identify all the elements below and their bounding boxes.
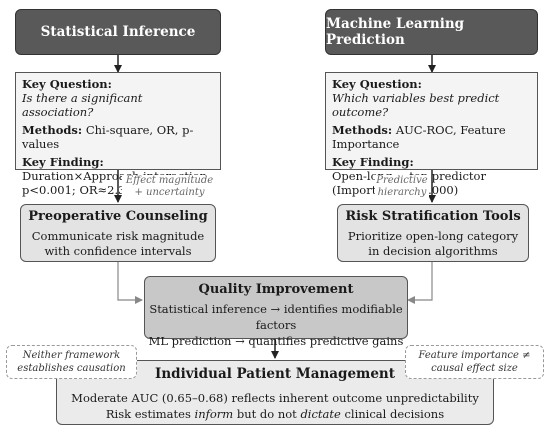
feature-importance-caveat-line2: causal effect size: [431, 363, 518, 374]
individual-patient-management-line2: Risk estimates inform but do not dictate…: [57, 406, 493, 422]
right-key-finding-label: Key Finding:: [332, 155, 414, 169]
causation-caveat-line2: establishes causation: [17, 363, 126, 374]
line2-inform: inform: [194, 407, 234, 421]
statistical-inference-header: Statistical Inference: [15, 9, 221, 55]
individual-patient-management-box: Individual Patient Management Moderate A…: [56, 360, 494, 425]
causation-caveat-line1: Neither framework: [22, 350, 121, 361]
ml-prediction-header-text: Machine Learning Prediction: [326, 16, 465, 48]
individual-patient-management-line1: Moderate AUC (0.65–0.68) reflects inhere…: [71, 391, 479, 405]
right-key-question: Which variables best predict outcome?: [332, 91, 500, 119]
right-finding-line2: (Importance = 1.000): [332, 183, 459, 197]
left-edge-label-line2: + uncertainty: [134, 187, 205, 198]
left-key-question: Is there a significant association?: [22, 91, 143, 119]
left-methods-text: Chi-square, OR, p-values: [22, 123, 194, 151]
right-finding-line1: Open-long = top predictor: [332, 169, 486, 183]
quality-improvement-line2: ML prediction → quantifies predictive ga…: [148, 334, 404, 348]
ml-prediction-info-box: Key Question: Which variables best predi…: [325, 72, 538, 197]
individual-patient-management-title: Individual Patient Management: [155, 366, 395, 382]
left-key-finding-label: Key Finding:: [22, 155, 104, 169]
statistical-inference-info-box: Key Question: Is there a significant ass…: [15, 72, 221, 197]
risk-stratification-line1: Prioritize open-long category: [347, 229, 519, 243]
causation-caveat-note: Neither framework establishes causation: [6, 345, 137, 379]
right-methods-label: Methods:: [332, 123, 393, 137]
feature-importance-caveat-line1: Feature importance ≠: [418, 350, 531, 361]
left-methods-label: Methods:: [22, 123, 83, 137]
line2-part-a: Risk estimates: [105, 407, 195, 421]
right-edge-label-line1: Predictive: [376, 175, 428, 186]
right-key-question-label: Key Question:: [332, 77, 422, 91]
right-methods-text: AUC-ROC, Feature Importance: [332, 123, 506, 151]
right-edge-label-line2: hierarchy: [377, 187, 427, 198]
arrow-risk-to-quality: [407, 262, 433, 304]
preoperative-counseling-line2: with confidence intervals: [44, 244, 192, 258]
line2-part-c: clinical decisions: [340, 407, 445, 421]
ml-prediction-header: Machine Learning Prediction: [325, 9, 538, 55]
left-methods: Methods: Chi-square, OR, p-values: [22, 123, 214, 151]
line2-part-b: but do not: [233, 407, 301, 421]
feature-importance-caveat-note: Feature importance ≠ causal effect size: [405, 345, 544, 379]
risk-stratification-title: Risk Stratification Tools: [345, 209, 521, 224]
right-methods: Methods: AUC-ROC, Feature Importance: [332, 123, 531, 151]
left-edge-label-line1: Effect magnitude: [125, 175, 214, 186]
statistical-inference-header-text: Statistical Inference: [40, 24, 196, 40]
quality-improvement-title: Quality Improvement: [198, 282, 354, 297]
arrow-preop-to-quality: [117, 262, 143, 304]
risk-stratification-line2: in decision algorithms: [368, 244, 498, 258]
preoperative-counseling-box: Preoperative Counseling Communicate risk…: [20, 204, 216, 262]
right-edge-label: Predictive hierarchy: [375, 175, 429, 199]
preoperative-counseling-title: Preoperative Counseling: [28, 209, 208, 224]
left-finding-line2: p<0.001; OR≈2.3: [22, 183, 126, 197]
line2-dictate: dictate: [300, 407, 341, 421]
quality-improvement-line1: Statistical inference → identifies modif…: [149, 302, 403, 332]
preoperative-counseling-line1: Communicate risk magnitude: [31, 229, 205, 243]
left-key-question-label: Key Question:: [22, 77, 112, 91]
risk-stratification-box: Risk Stratification Tools Prioritize ope…: [337, 204, 529, 262]
left-edge-label: Effect magnitude + uncertainty: [122, 175, 217, 199]
quality-improvement-box: Quality Improvement Statistical inferenc…: [144, 276, 408, 348]
